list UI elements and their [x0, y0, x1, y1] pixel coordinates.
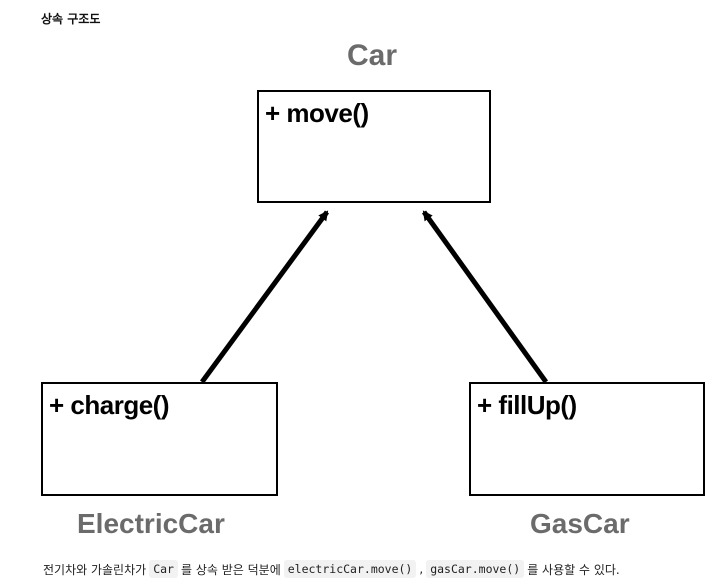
gas-to-car-arrow — [421, 210, 549, 384]
caption-text-4: 를 사용할 수 있다. — [527, 562, 620, 577]
section-heading: 상속 구조도 — [41, 12, 101, 26]
gas-car-class-box: + fillUp() — [469, 382, 705, 496]
electric-car-class-box: + charge() — [41, 382, 278, 496]
car-move-method: + move() — [265, 98, 369, 128]
electric-to-car-arrow — [199, 210, 330, 384]
caption-code-car: Car — [149, 560, 178, 578]
caption-code-electric-move: electricCar.move() — [283, 560, 417, 578]
caption: 전기차와 가솔린차가 Car 를 상속 받은 덕분에 electricCar.m… — [41, 560, 622, 578]
car-class-box: + move() — [257, 90, 491, 203]
electric-car-class-name: ElectricCar — [77, 508, 225, 539]
gas-car-fillup-method: + fillUp() — [477, 390, 577, 420]
gas-car-class-name: GasCar — [530, 508, 630, 539]
car-class-name: Car — [347, 39, 398, 72]
caption-text-3: , — [419, 562, 424, 576]
caption-code-gas-move: gasCar.move() — [426, 560, 525, 578]
caption-text-1: 전기차와 가솔린차가 — [43, 562, 147, 577]
electric-car-charge-method: + charge() — [49, 390, 170, 420]
caption-text-2: 를 상속 받은 덕분에 — [180, 562, 281, 577]
